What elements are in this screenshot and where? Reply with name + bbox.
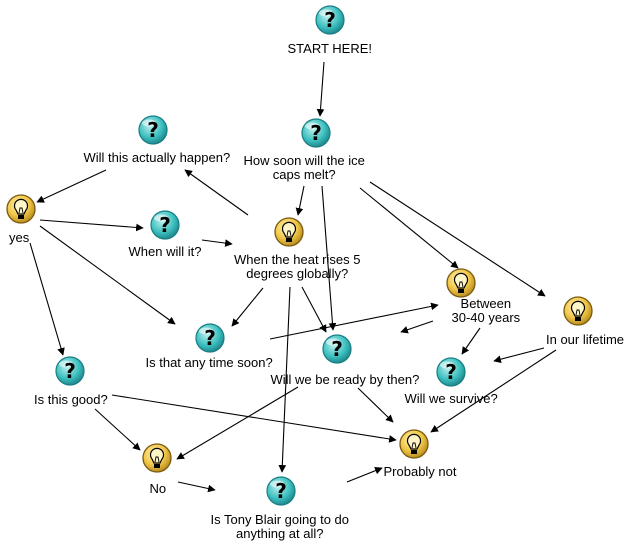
edge-between-to-ready — [400, 320, 434, 334]
edge-heat-rises-to-any-time-soon — [231, 287, 264, 327]
lifetime-lightbulb-icon — [563, 296, 593, 326]
edge-good-to-no — [94, 408, 141, 451]
edge-between-to-survive — [461, 327, 481, 355]
no-label: No — [149, 481, 167, 496]
heat-rises-label: When the heat rises 5 degrees globally? — [234, 252, 361, 281]
edge-yes-to-any-time-soon — [39, 225, 176, 325]
edge-how-soon-to-between — [359, 187, 459, 269]
edge-tony-to-probably-not — [346, 466, 383, 483]
probably-not-lightbulb-icon — [399, 429, 429, 459]
edge-heat-rises-to-will-this-happen — [184, 169, 249, 216]
edge-no-to-tony — [177, 481, 216, 493]
will-this-happen-question-icon: ? — [138, 115, 168, 145]
edge-start-to-how-soon — [316, 61, 325, 117]
how-soon-label: How soon will the ice caps melt? — [243, 153, 365, 182]
ready-label: Will we be ready by then? — [270, 372, 420, 387]
svg-text:?: ? — [331, 337, 343, 361]
edge-when-will-it-to-heat-rises — [201, 239, 233, 247]
svg-text:?: ? — [64, 359, 76, 383]
svg-text:?: ? — [324, 8, 336, 32]
start-label: START HERE! — [287, 41, 373, 56]
edge-heat-rises-to-ready — [301, 286, 327, 333]
edge-ready-to-no — [176, 386, 299, 460]
edge-lifetime-to-probably-not — [430, 349, 557, 433]
ready-question-icon: ? — [322, 334, 352, 364]
between-lightbulb-icon — [446, 268, 476, 298]
tony-question-icon: ? — [266, 476, 296, 506]
any-time-soon-question-icon: ? — [195, 323, 225, 353]
will-this-happen-label: Will this actually happen? — [83, 150, 231, 165]
edge-how-soon-to-heat-rises — [295, 185, 305, 216]
svg-text:?: ? — [275, 479, 287, 503]
survive-label: Will we survive? — [404, 391, 498, 406]
no-lightbulb-icon — [142, 443, 172, 473]
edge-heat-rises-to-tony — [278, 286, 291, 473]
probably-not-label: Probably not — [383, 464, 457, 479]
any-time-soon-label: Is that any time soon? — [145, 355, 273, 370]
edge-will-this-happen-to-yes — [36, 169, 107, 203]
edge-lifetime-to-survive — [493, 347, 545, 363]
edges-layer — [29, 61, 557, 493]
start-question-icon: ? — [315, 5, 345, 35]
edge-any-time-soon-to-between — [269, 302, 439, 340]
svg-text:?: ? — [147, 118, 159, 142]
edge-yes-to-when-will-it — [39, 219, 144, 232]
good-question-icon: ? — [55, 356, 85, 386]
svg-text:?: ? — [204, 326, 216, 350]
svg-text:?: ? — [310, 121, 322, 145]
edge-good-to-probably-not — [111, 394, 397, 443]
edge-ready-to-probably-not — [357, 387, 394, 423]
tony-label: Is Tony Blair going to do anything at al… — [210, 512, 350, 541]
good-label: Is this good? — [34, 392, 108, 407]
yes-lightbulb-icon — [6, 194, 36, 224]
icons-layer: ????????? — [6, 5, 593, 506]
edge-yes-to-good — [29, 242, 65, 356]
lifetime-label: In our lifetime — [546, 332, 625, 347]
how-soon-question-icon: ? — [301, 118, 331, 148]
between-label: Between 30-40 years — [451, 296, 521, 325]
heat-rises-lightbulb-icon — [274, 217, 304, 247]
survive-question-icon: ? — [436, 357, 466, 387]
yes-label: yes — [9, 230, 30, 245]
edge-how-soon-to-ready — [321, 185, 337, 331]
svg-text:?: ? — [159, 213, 171, 237]
when-will-it-question-icon: ? — [150, 210, 180, 240]
edge-how-soon-to-lifetime — [369, 181, 546, 297]
svg-text:?: ? — [445, 360, 457, 384]
when-will-it-label: When will it? — [128, 244, 202, 259]
